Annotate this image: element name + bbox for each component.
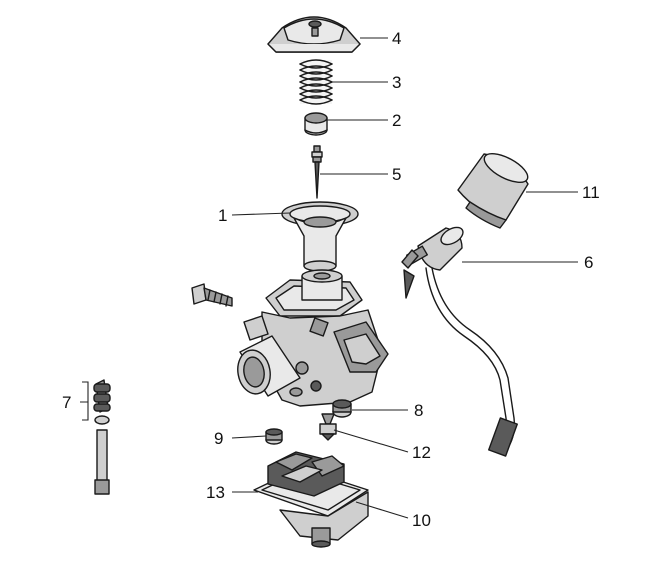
part-idle-mixture-screw [93, 379, 111, 495]
callout-12: 12 [412, 443, 431, 462]
callout-8: 8 [414, 401, 423, 420]
part-float-and-bowl [253, 451, 369, 548]
callout-6: 6 [584, 253, 593, 272]
callout-5: 5 [392, 165, 401, 184]
leader-lines [80, 37, 578, 519]
callout-labels: 4 3 2 5 1 11 6 7 8 9 12 13 10 [62, 29, 600, 530]
callout-11: 11 [582, 183, 600, 202]
callout-9: 9 [214, 429, 223, 448]
part-main-jet [265, 428, 283, 445]
callout-7: 7 [62, 393, 71, 412]
part-pilot-jet [332, 399, 352, 418]
part-spring-seat [304, 112, 328, 136]
callout-1: 1 [218, 206, 227, 225]
part-carburetor-body [191, 269, 389, 407]
part-top-cover [267, 16, 361, 53]
callout-4: 4 [392, 29, 401, 48]
callout-13: 13 [206, 483, 225, 502]
part-float-needle-valve [319, 413, 337, 441]
callout-10: 10 [412, 511, 431, 530]
part-auto-choke-starter [401, 226, 518, 457]
callout-3: 3 [392, 73, 401, 92]
callout-2: 2 [392, 111, 401, 130]
part-diaphragm-slide [281, 201, 359, 272]
part-jet-needle [311, 145, 323, 199]
part-spring [299, 59, 333, 105]
part-rubber-sleeve [457, 152, 529, 229]
